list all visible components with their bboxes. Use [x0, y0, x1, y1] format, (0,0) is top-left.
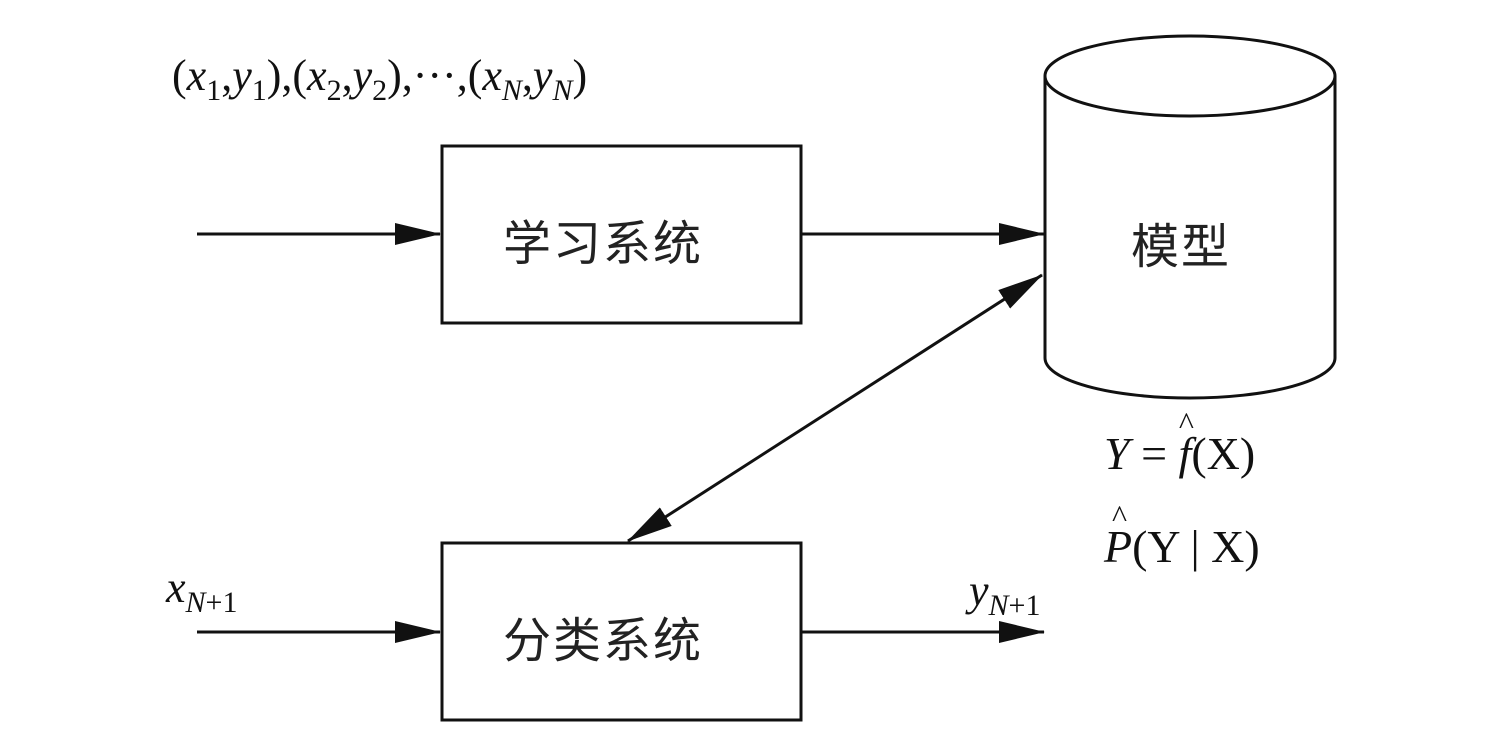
prediction-output-label: yN+1	[969, 566, 1041, 622]
training-data-label: (x1,y1),(x2,y2),···,(xN,yN)	[172, 51, 588, 107]
classification-system-label: 分类系统	[503, 613, 704, 669]
model-cylinder	[1043, 34, 1337, 400]
test-input-label: xN+1	[166, 563, 238, 619]
model-decision-function: Y = f(X)	[1104, 427, 1255, 480]
model-classifier-link-arrow	[627, 273, 1043, 543]
learning-system-label: 学习系统	[503, 216, 704, 272]
model-conditional-probability: P(Y | X)	[1104, 520, 1260, 573]
model-label: 模型	[1131, 219, 1232, 275]
